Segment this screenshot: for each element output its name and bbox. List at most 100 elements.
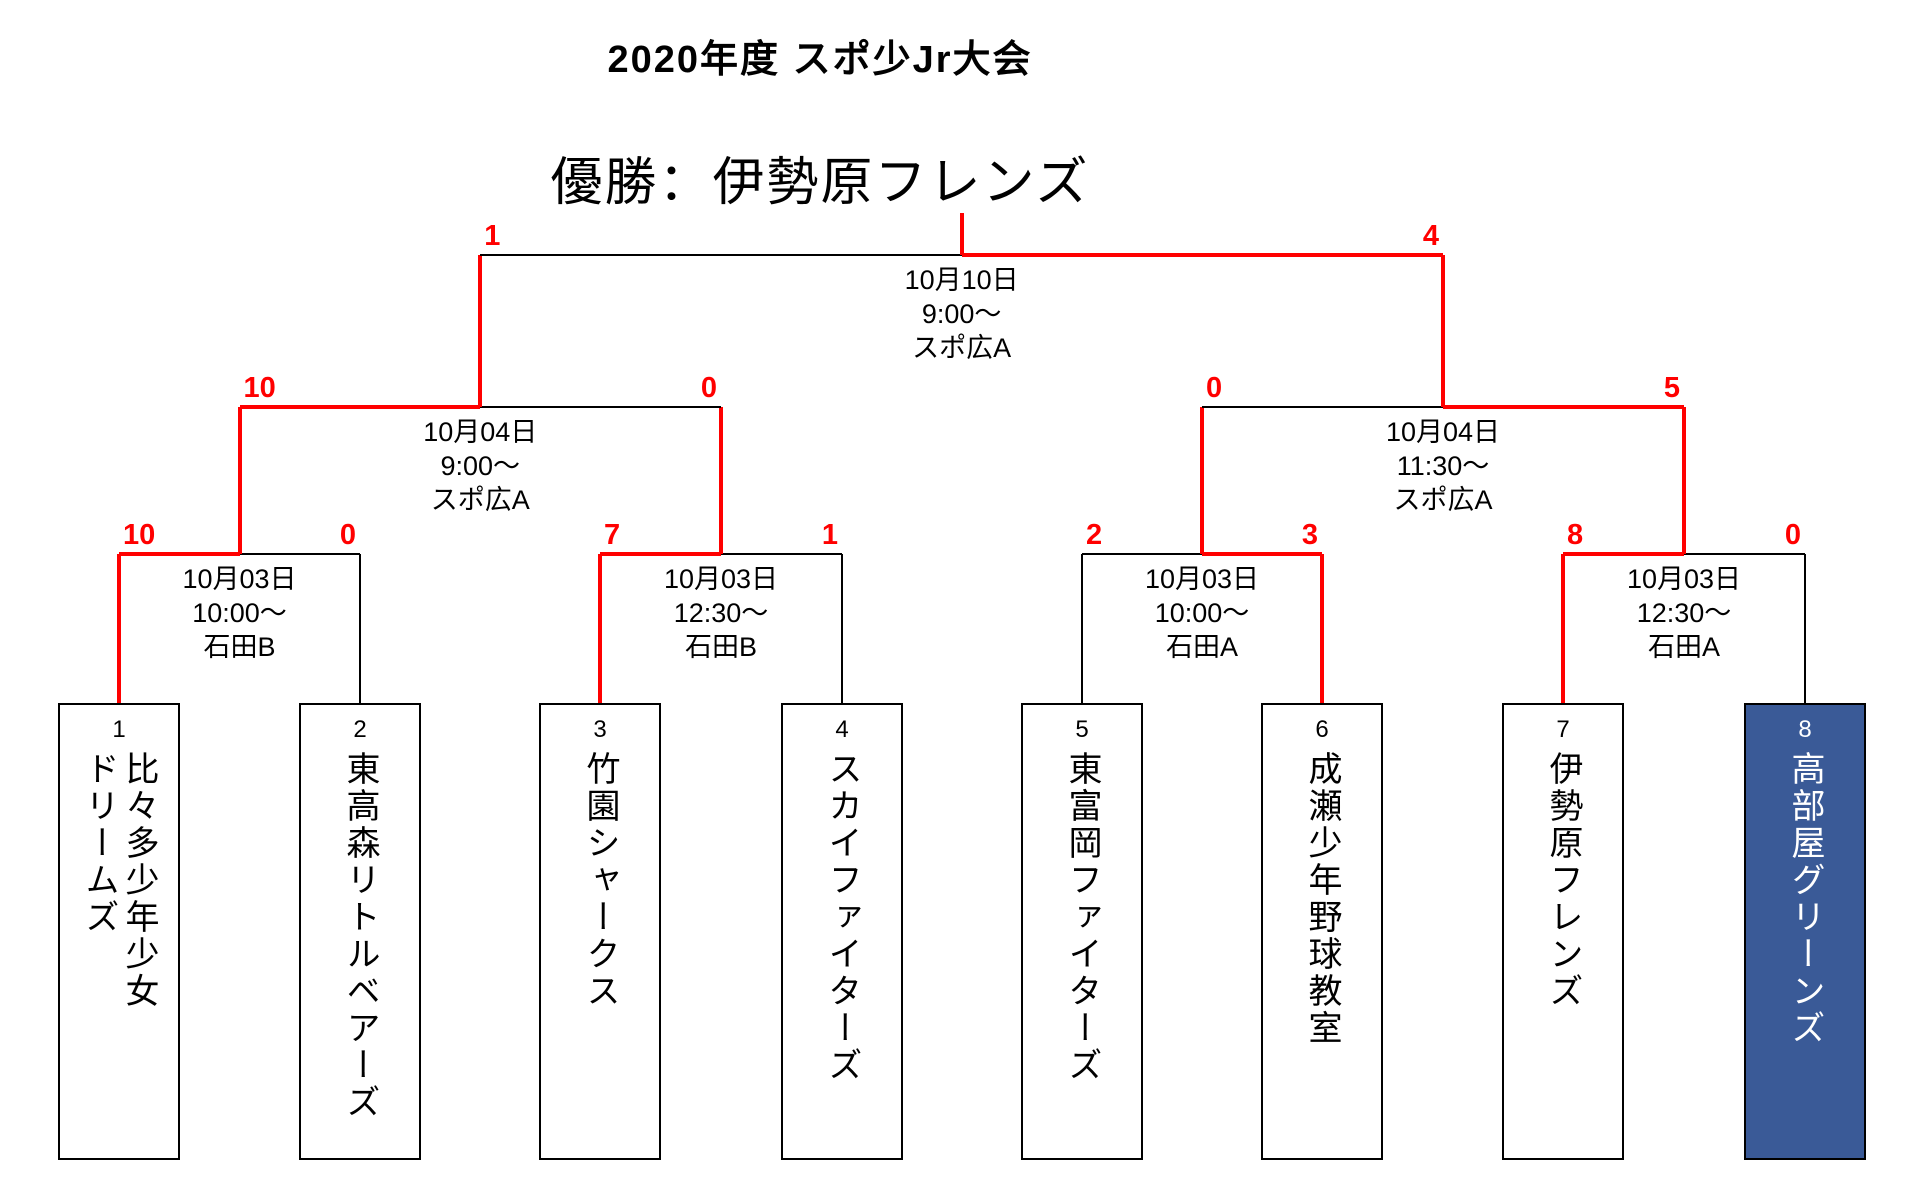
match-qf2-info: 10月03日 12:30～ 石田B <box>601 562 841 664</box>
match-time: 11:30～ <box>1396 451 1490 481</box>
match-time: 9:00～ <box>440 451 521 481</box>
match-venue: 石田B <box>203 632 276 662</box>
bracket-line <box>480 406 721 408</box>
match-qf4-left-score: 8 <box>1567 519 1584 551</box>
winner-path-line <box>478 255 483 407</box>
team-name-area: 竹園シャークス <box>541 751 659 1150</box>
match-venue: スポ広A <box>1393 485 1493 515</box>
team-box-6: 6 成瀬少年野球教室 <box>1261 703 1383 1160</box>
tournament-title: 2020年度 スポ少Jr大会 <box>607 39 1033 81</box>
bracket-line <box>359 554 361 703</box>
match-sf1-info: 10月04日 9:00～ スポ広A <box>360 415 600 517</box>
winner-path-line <box>719 407 723 554</box>
match-qf4-right-score: 0 <box>1784 519 1801 551</box>
match-f-left-score: 1 <box>484 220 501 252</box>
team-seed: 4 <box>835 716 849 743</box>
match-f-info: 10月10日 9:00～ スポ広A <box>842 263 1082 365</box>
match-qf1-left-score: 10 <box>123 519 156 551</box>
winner-path-line <box>1200 407 1204 554</box>
match-qf1-right-score: 0 <box>339 519 356 551</box>
match-venue: 石田B <box>684 632 757 662</box>
match-qf2-right-score: 1 <box>821 519 838 551</box>
match-time: 10:00～ <box>1154 598 1250 628</box>
match-f-right-score: 4 <box>1422 220 1439 252</box>
bracket-line <box>1684 553 1805 555</box>
winner-path-line <box>959 213 964 255</box>
winner-path-line <box>1441 255 1445 407</box>
winner-path-line <box>239 405 481 409</box>
bracket-line <box>239 553 360 555</box>
team-name-area: 比々多少年少女 ドリームズ <box>60 751 178 1150</box>
team-seed: 3 <box>593 716 607 743</box>
match-qf3-left-score: 2 <box>1086 519 1103 551</box>
winner-path-line <box>600 552 721 556</box>
team-name-area: スカイファイターズ <box>783 751 901 1150</box>
match-qf4-info: 10月03日 12:30～ 石田A <box>1564 562 1804 664</box>
team-name-area: 高部屋グリーンズ <box>1746 751 1864 1150</box>
bracket-line <box>1202 406 1443 408</box>
winner-path-line <box>961 253 1443 257</box>
bracket-line <box>1081 554 1083 703</box>
bracket-line <box>1804 554 1806 703</box>
team-name: 比々多少年少女 ドリームズ <box>80 751 158 1010</box>
team-box-8: 8 高部屋グリーンズ <box>1744 703 1866 1160</box>
match-time: 12:30～ <box>673 598 769 628</box>
team-box-7: 7 伊勢原フレンズ <box>1502 703 1624 1160</box>
match-venue: スポ広A <box>912 333 1012 363</box>
match-venue: 石田A <box>1647 632 1720 662</box>
winner-path-line <box>1443 405 1684 409</box>
winner-path-line <box>598 554 602 703</box>
match-time: 12:30～ <box>1636 598 1732 628</box>
team-name-area: 東高森リトルベアーズ <box>301 751 419 1150</box>
match-date: 10月03日 <box>1144 564 1260 594</box>
match-date: 10月03日 <box>663 564 779 594</box>
team-seed: 6 <box>1315 716 1329 743</box>
bracket-line <box>480 254 962 256</box>
team-name-area: 東富岡ファイターズ <box>1023 751 1141 1150</box>
team-name: 高部屋グリーンズ <box>1786 751 1824 1047</box>
match-date: 10月10日 <box>904 265 1019 295</box>
winner-path-line <box>237 407 242 554</box>
team-box-4: 4 スカイファイターズ <box>781 703 903 1160</box>
match-qf3-info: 10月03日 10:00～ 石田A <box>1082 562 1322 664</box>
team-name: 伊勢原フレンズ <box>1544 751 1582 1010</box>
team-seed: 5 <box>1075 716 1089 743</box>
team-name: 東高森リトルベアーズ <box>341 751 379 1121</box>
match-venue: 石田A <box>1165 632 1238 662</box>
team-name: 東富岡ファイターズ <box>1063 751 1101 1084</box>
team-box-1: 1 比々多少年少女 ドリームズ <box>58 703 180 1160</box>
winner-path-line <box>1563 552 1684 556</box>
team-name: 竹園シャークス <box>581 751 619 1010</box>
match-date: 10月04日 <box>423 417 538 447</box>
match-sf2-info: 10月04日 11:30～ スポ広A <box>1323 415 1563 517</box>
match-time: 10:00～ <box>192 598 287 628</box>
champion-title: 優勝：伊勢原フレンズ <box>550 154 1090 212</box>
bracket-line <box>1082 553 1202 555</box>
match-date: 10月04日 <box>1385 417 1501 447</box>
match-sf1-right-score: 0 <box>700 372 717 404</box>
match-venue: スポ広A <box>430 485 530 515</box>
match-date: 10月03日 <box>1626 564 1742 594</box>
team-seed: 1 <box>112 716 126 743</box>
team-seed: 2 <box>353 716 367 743</box>
team-seed: 8 <box>1798 716 1812 743</box>
match-qf2-left-score: 7 <box>604 519 621 551</box>
team-name-area: 伊勢原フレンズ <box>1504 751 1622 1150</box>
match-time: 9:00～ <box>921 299 1002 329</box>
winner-path-line <box>1682 407 1686 554</box>
team-name: スカイファイターズ <box>823 751 861 1084</box>
team-box-5: 5 東富岡ファイターズ <box>1021 703 1143 1160</box>
match-sf1-left-score: 10 <box>243 372 276 404</box>
team-box-3: 3 竹園シャークス <box>539 703 661 1160</box>
match-qf3-right-score: 3 <box>1301 519 1318 551</box>
winner-path-line <box>1561 554 1565 703</box>
team-name: 成瀬少年野球教室 <box>1303 751 1341 1047</box>
team-name-area: 成瀬少年野球教室 <box>1263 751 1381 1150</box>
bracket-line <box>721 553 842 555</box>
team-box-2: 2 東高森リトルベアーズ <box>299 703 421 1160</box>
match-qf1-info: 10月03日 10:00～ 石田B <box>120 562 360 664</box>
winner-path-line <box>119 552 240 556</box>
match-date: 10月03日 <box>182 564 297 594</box>
team-seed: 7 <box>1556 716 1570 743</box>
